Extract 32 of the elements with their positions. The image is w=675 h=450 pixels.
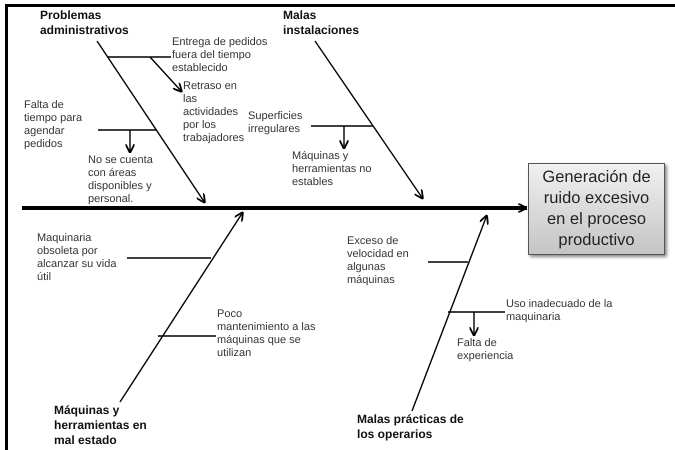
cause-line (108, 56, 171, 58)
arrow (149, 56, 183, 93)
cause-text: Máquinas y herramientas no estables (292, 150, 380, 194)
cause-text: No se cuenta con áreas disponibles y personal. (88, 154, 170, 206)
cause-line (428, 261, 468, 263)
cause-text: Exceso de velocidad en algunas máquinas (347, 235, 427, 293)
arrow (124, 130, 136, 154)
category-label: Malas instalaciones (283, 8, 383, 40)
category-label: Problemas administrativos (40, 8, 160, 40)
cause-line (127, 257, 211, 259)
cause-text: Poco mantenimiento a las máquinas que se utilizan (217, 308, 317, 364)
arrow (119, 211, 244, 402)
cause-line (98, 129, 156, 131)
cause-line (311, 125, 373, 127)
cause-text: Entrega de pedidos fuera del tiempo establecido (172, 36, 282, 78)
cause-line (448, 311, 505, 313)
cause-text: Superficies irregulares (248, 110, 310, 138)
spine-arrow (22, 202, 528, 214)
cause-text: Falta de experiencia (457, 337, 532, 365)
effect-box: Generación de ruido excesivo en el proceso productivo (528, 163, 665, 255)
arrow (411, 214, 489, 412)
cause-text: Retraso en las actividades por los trabajadores (183, 80, 245, 148)
arrow (96, 40, 206, 204)
arrow (468, 312, 480, 337)
cause-line (158, 335, 216, 337)
cause-text: Falta de tiempo para agendar pedidos (24, 99, 98, 155)
category-label: Malas prácticas de los operarios (357, 412, 477, 444)
arrow (314, 40, 424, 200)
cause-text: Maquinaria obsoleta por alcanzar su vida útil (37, 232, 127, 288)
arrow (338, 126, 350, 150)
category-label: Máquinas y herramientas en mal estado (54, 403, 164, 449)
cause-text: Uso inadecuado de la maquinaria (506, 298, 616, 326)
